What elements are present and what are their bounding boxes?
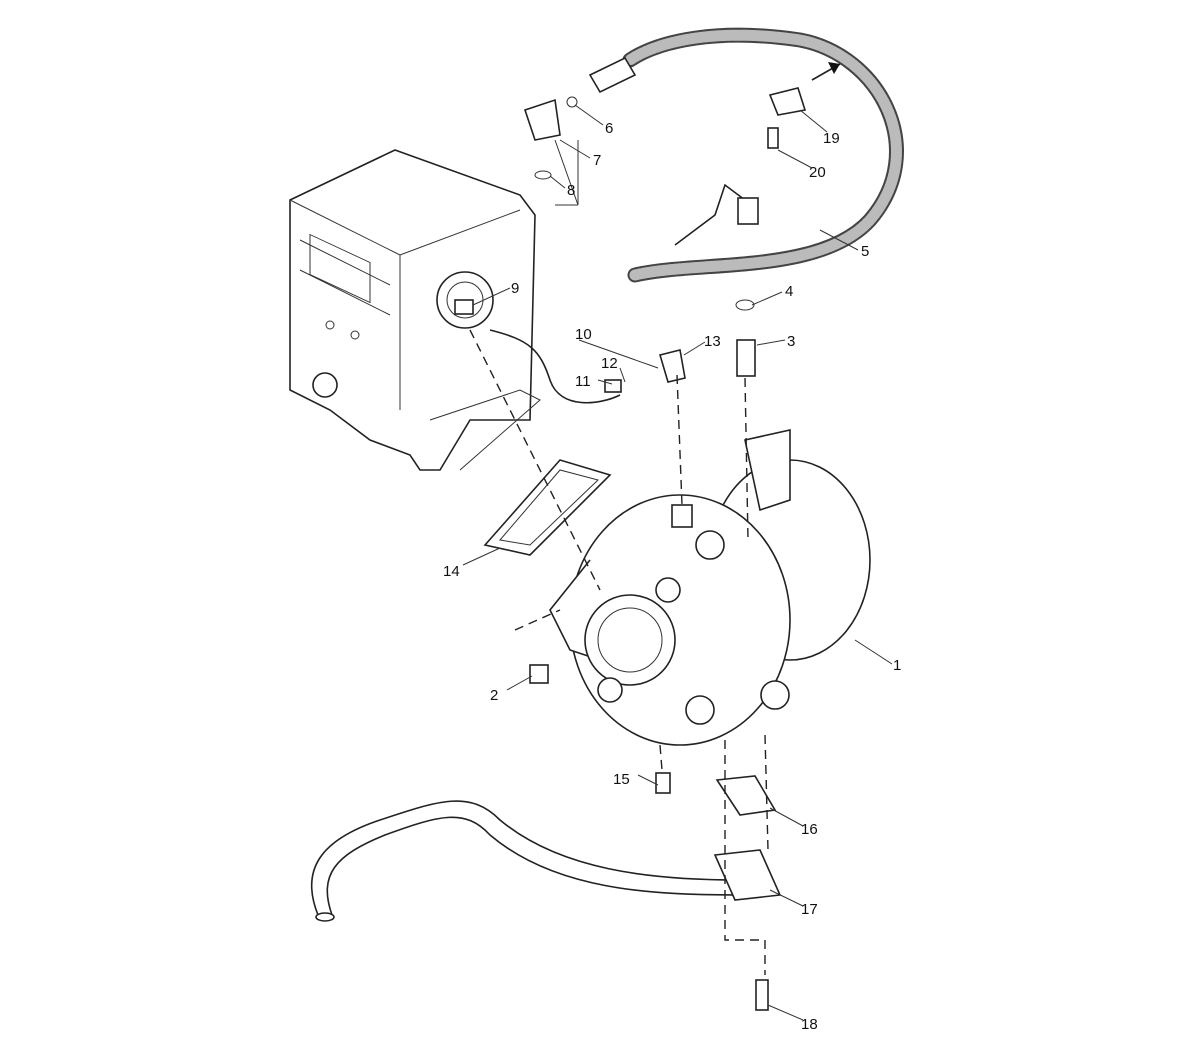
callout-12: 12 xyxy=(601,355,618,372)
callout-14: 14 xyxy=(443,563,460,580)
callout-1: 1 xyxy=(893,657,901,674)
callout-10: 10 xyxy=(575,326,592,343)
engine-block xyxy=(289,149,541,471)
callout-19: 19 xyxy=(823,130,840,147)
callout-8: 8 xyxy=(567,182,575,199)
callout-16: 16 xyxy=(801,821,818,838)
callout-20: 20 xyxy=(809,164,826,181)
callout-2: 2 xyxy=(490,687,498,704)
callout-17: 17 xyxy=(801,901,818,918)
callout-4: 4 xyxy=(785,283,793,300)
callout-13: 13 xyxy=(704,333,721,350)
oil-supply-hose-5 xyxy=(588,27,904,283)
callout-11: 11 xyxy=(575,373,591,390)
callout-3: 3 xyxy=(787,333,795,350)
fittings xyxy=(454,62,841,1011)
oil-drain-tube-17 xyxy=(310,800,782,922)
callout-labels: 1 2 3 4 5 6 7 8 9 10 11 12 13 14 15 16 1… xyxy=(443,120,901,1033)
callout-5: 5 xyxy=(861,243,869,260)
callout-9: 9 xyxy=(511,280,519,297)
gasket-14 xyxy=(483,459,612,556)
callout-15: 15 xyxy=(613,771,630,788)
callout-6: 6 xyxy=(605,120,613,137)
callout-7: 7 xyxy=(593,152,601,169)
turbocharger-1 xyxy=(549,429,871,746)
callout-18: 18 xyxy=(801,1016,818,1033)
leader-lines xyxy=(462,104,893,1021)
